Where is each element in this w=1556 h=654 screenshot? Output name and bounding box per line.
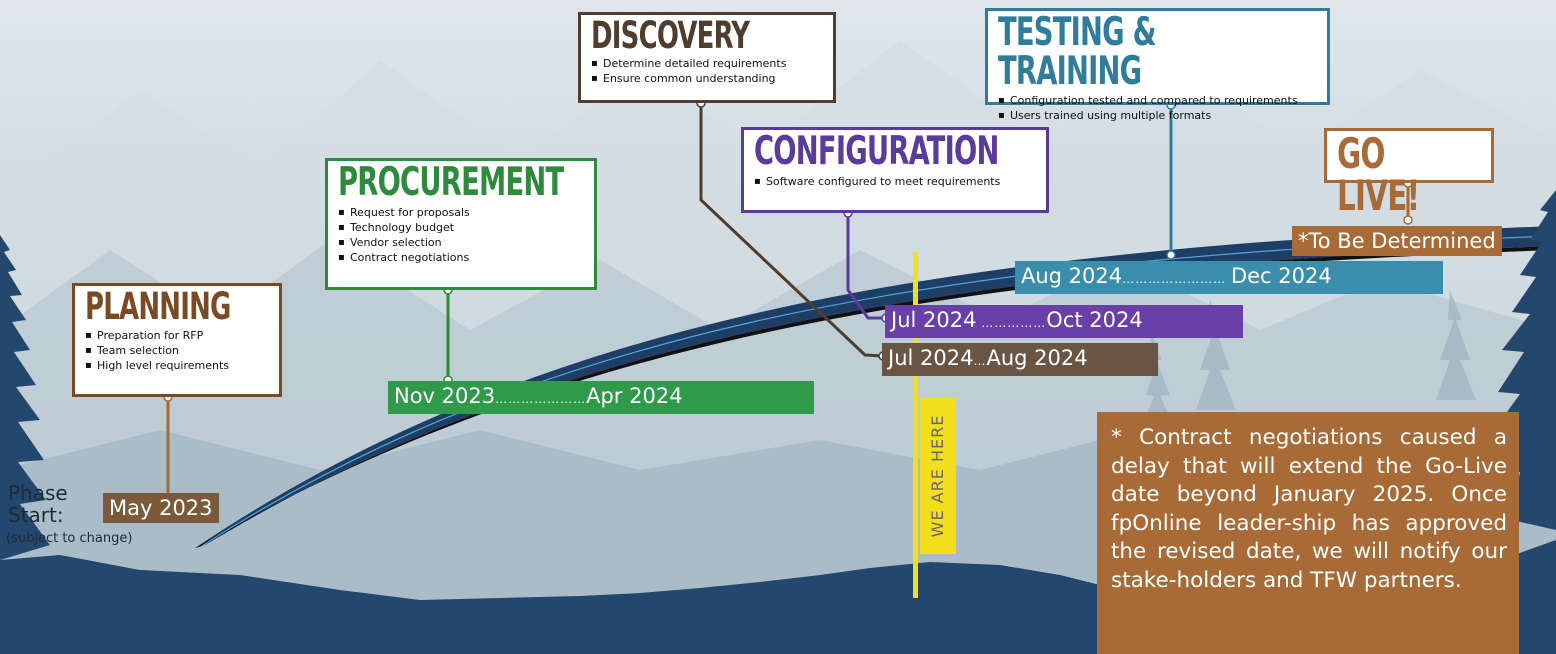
list-item: Team selection <box>85 343 271 358</box>
testing-end-date: Dec 2024 <box>1230 264 1332 288</box>
list-item: Software configured to meet requirements <box>754 174 1038 189</box>
configuration-title: CONFIGURATION <box>754 129 999 174</box>
left-tree <box>0 235 50 560</box>
planning-title: PLANNING <box>85 285 231 328</box>
planning-box: PLANNING Preparation for RFP Team select… <box>72 283 282 397</box>
procurement-end-date: Apr 2024 <box>586 384 683 408</box>
golive-box: GO LIVE! <box>1324 128 1494 217</box>
bg-trees-3 <box>1436 290 1476 400</box>
discovery-box: DISCOVERY Determine detailed requirement… <box>578 12 836 103</box>
list-item: Vendor selection <box>338 235 586 250</box>
testing-box: TESTING & TRAINING Configuration tested … <box>985 8 1330 123</box>
golive-date: *To Be Determined <box>1292 226 1502 256</box>
testing-dates: Aug 2024…………………… Dec 2024 <box>1015 261 1443 294</box>
foreground-ridge <box>0 555 1100 654</box>
list-item: Preparation for RFP <box>85 328 271 343</box>
configuration-connector <box>846 213 886 320</box>
golive-dot-bottom <box>1403 215 1413 225</box>
procurement-start-date: Nov 2023 <box>394 384 496 408</box>
configuration-end-date: Oct 2024 <box>1046 308 1143 332</box>
list-item: High level requirements <box>85 358 271 373</box>
road-highlight <box>201 235 1556 547</box>
testing-title: TESTING & TRAINING <box>998 10 1156 94</box>
discovery-list: Determine detailed requirements Ensure c… <box>591 56 825 86</box>
planning-list: Preparation for RFP Team selection High … <box>85 328 271 373</box>
list-item: Contract negotiations <box>338 250 586 265</box>
testing-start-date: Aug 2024 <box>1021 264 1123 288</box>
configuration-dates: Jul 2024 ……………Oct 2024 <box>885 305 1243 338</box>
dotted-span: … <box>973 354 987 368</box>
procurement-list: Request for proposals Technology budget … <box>338 205 586 265</box>
testing-dot-bottom <box>1166 250 1176 260</box>
right-tree <box>1494 190 1556 530</box>
discovery-connector <box>699 103 884 358</box>
list-item: Users trained using multiple formats <box>998 108 1319 123</box>
phase-start-label: Phase Start: <box>8 481 68 527</box>
delay-note: * Contract negotiations caused a delay t… <box>1097 412 1519 654</box>
list-item: Request for proposals <box>338 205 586 220</box>
we-are-here-label: WE ARE HERE <box>928 414 947 538</box>
configuration-start-date: Jul 2024 <box>891 308 977 332</box>
discovery-title: DISCOVERY <box>591 14 750 57</box>
we-are-here-tag <box>920 398 956 554</box>
we-are-here-line <box>913 252 918 598</box>
discovery-dates: Jul 2024…Aug 2024 <box>882 343 1158 376</box>
bg-trees-2 <box>1196 300 1236 410</box>
list-item: Ensure common understanding <box>591 71 825 86</box>
planning-date: May 2023 <box>103 493 219 523</box>
bg-trees <box>1140 330 1176 430</box>
dotted-span: …………………… <box>1122 272 1231 286</box>
testing-list: Configuration tested and compared to req… <box>998 93 1319 123</box>
configuration-box: CONFIGURATION Software configured to mee… <box>741 127 1049 213</box>
configuration-list: Software configured to meet requirements <box>754 174 1038 189</box>
timeline-road <box>195 226 1556 548</box>
list-item: Configuration tested and compared to req… <box>998 93 1319 108</box>
golive-title: GO LIVE! <box>1337 129 1420 220</box>
procurement-title: PROCUREMENT <box>338 160 564 205</box>
dotted-span: …………… <box>976 316 1047 330</box>
phase-start-note: (subject to change) <box>6 531 133 546</box>
list-item: Technology budget <box>338 220 586 235</box>
dotted-span: ………………… <box>495 392 587 406</box>
discovery-end-date: Aug 2024 <box>986 346 1088 370</box>
list-item: Determine detailed requirements <box>591 56 825 71</box>
procurement-dates: Nov 2023…………………Apr 2024 <box>388 381 814 414</box>
procurement-box: PROCUREMENT Request for proposals Techno… <box>325 158 597 290</box>
discovery-start-date: Jul 2024 <box>888 346 974 370</box>
